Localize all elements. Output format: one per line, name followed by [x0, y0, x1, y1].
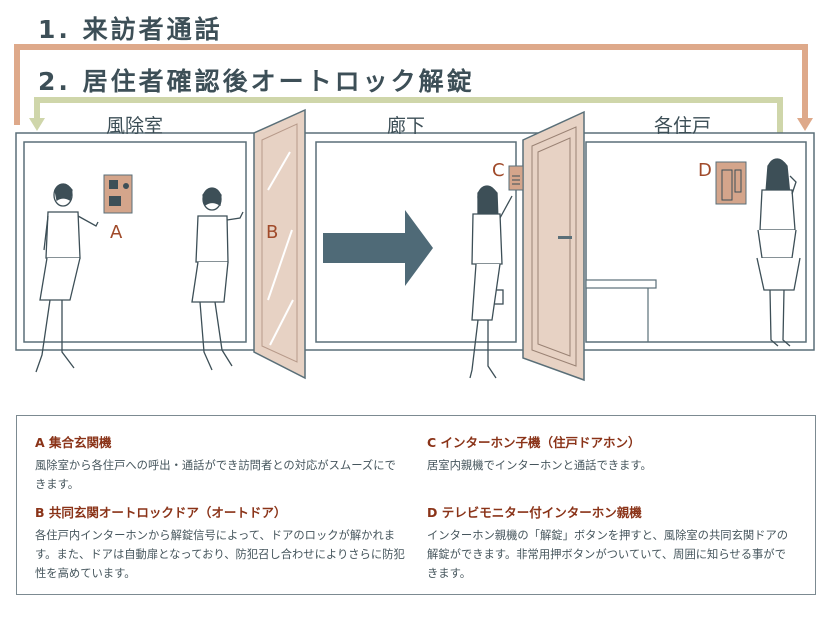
- step-2-heading: 2. 居住者確認後オートロック解錠: [38, 67, 475, 96]
- flow-arrow-1: [14, 44, 808, 125]
- legend-item-d: D テレビモニター付インターホン親機 インターホン親機の「解錠」ボタンを押すと、…: [427, 502, 797, 583]
- resident-figure: [756, 158, 801, 347]
- door-handle: [558, 236, 572, 239]
- room-label-vestibule: 風除室: [106, 115, 164, 137]
- flow-arrow-2: [34, 97, 783, 133]
- legend-item-c: C インターホン子機（住戸ドアホン） 居室内親機でインターホンと通話できます。: [427, 432, 797, 475]
- intercom-diagram: [14, 44, 815, 382]
- autolock-door-inner: [261, 123, 298, 363]
- legend-text-d: インターホン親機の「解錠」ボタンを押すと、風除室の共同玄関ドアの解錠ができます。…: [427, 529, 789, 580]
- flow-arrow-2-head: [29, 118, 45, 131]
- room-label-dwelling: 各住戸: [654, 115, 712, 137]
- outer-wall: [15, 132, 815, 351]
- legend-box: A 集合玄関機 風除室から各住戸への呼出・通話ができ訪問者との対応がスムーズにで…: [16, 415, 816, 595]
- visitor-figure: [35, 183, 99, 373]
- legend-text-c: 居室内親機でインターホンと通話できます。: [427, 459, 652, 472]
- legend-text-a: 風除室から各住戸への呼出・通話ができ訪問者との対応がスムーズにできます。: [35, 459, 396, 491]
- autolock-door-panel: [253, 108, 306, 380]
- step-1-heading: 1. 来訪者通話: [38, 15, 223, 44]
- flow-arrow-1-head: [797, 118, 813, 131]
- legend-title-d: D テレビモニター付インターホン親機: [427, 505, 642, 520]
- corridor-room: [315, 141, 517, 343]
- direction-arrow: [323, 210, 433, 286]
- legend-title-a: A 集合玄関機: [35, 435, 112, 450]
- door-intercom-device: [508, 165, 524, 191]
- dwelling-room: [585, 141, 807, 343]
- marker-b: B: [266, 222, 279, 243]
- legend-text-b: 各住戸内インターホンから解錠信号によって、ドアのロックが解かれます。また、ドアは…: [35, 529, 405, 580]
- legend-item-a: A 集合玄関機 風除室から各住戸への呼出・通話ができ訪問者との対応がスムーズにで…: [35, 432, 405, 494]
- marker-c: C: [492, 160, 505, 181]
- legend-title-b: B 共同玄関オートロックドア（オートドア）: [35, 505, 287, 520]
- legend-item-b: B 共同玄関オートロックドア（オートドア） 各住戸内インターホンから解錠信号によ…: [35, 502, 405, 583]
- marker-d: D: [698, 160, 712, 181]
- visitor-walking-figure: [191, 187, 244, 371]
- vestibule-room: [23, 141, 247, 343]
- legend-title-c: C インターホン子機（住戸ドアホン）: [427, 435, 641, 450]
- room-label-corridor: 廊下: [387, 115, 426, 137]
- entrance-panel-device: [103, 174, 133, 214]
- marker-a: A: [110, 222, 123, 243]
- door-visitor-figure: [469, 185, 513, 379]
- table: [585, 279, 657, 289]
